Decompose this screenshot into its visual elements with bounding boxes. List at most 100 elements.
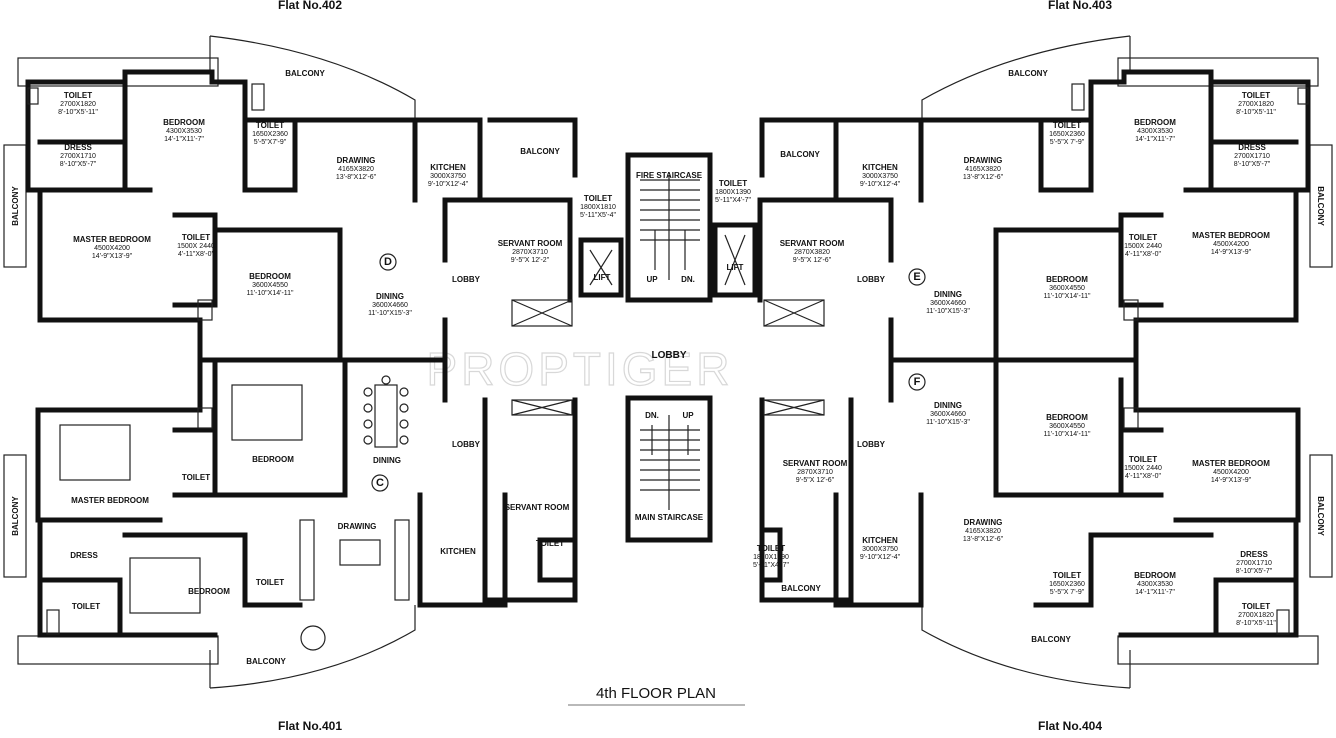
room-d2-text: 5'-11"X4'-7" (715, 197, 751, 204)
room-label-text: SERVANT ROOM (505, 503, 570, 512)
building-outline (3, 35, 1333, 689)
room-d2-text: 11'-10"X15'-3" (926, 419, 970, 426)
room-label-text: DRESS (1238, 143, 1266, 152)
room-d1-text: 1800X1810 (580, 204, 616, 211)
room-d1-text: 2700X1820 (1238, 101, 1274, 108)
room-d1-text: 1500X 2440 (177, 243, 215, 250)
room-d1-text: 2870X3710 (797, 469, 833, 476)
room-label-text: DRAWING (964, 156, 1003, 165)
room-c-bedroom-b: BEDROOM (188, 587, 230, 596)
room-label-text: TOILET (1242, 91, 1270, 100)
room-label-text: TOILET (536, 539, 564, 548)
room-d1-text: 3600X4550 (252, 282, 288, 289)
unit-d-circle (379, 253, 397, 271)
flat-401-walls (35, 357, 578, 638)
side-balcony-br: BALCONY (1316, 496, 1325, 536)
unit-f-letter: F (914, 376, 921, 388)
room-label-text: TOILET (1053, 121, 1081, 130)
flat-404-walls (759, 357, 1301, 638)
room-label-text: BEDROOM (188, 587, 230, 596)
room-label-text: BALCONY (246, 657, 286, 666)
room-d1-text: 2700X1710 (60, 153, 96, 160)
room-d2-text: 5'-5"X7'-9" (254, 139, 287, 146)
room-c-dining: DINING (373, 456, 401, 465)
room-label-text: BEDROOM (163, 118, 205, 127)
room-label-text: BEDROOM (1134, 118, 1176, 127)
room-label-text: BALCONY (1008, 69, 1048, 78)
room-label-text: DINING (934, 401, 962, 410)
room-d2-text: 4'-11"X8'-0" (1125, 251, 1161, 258)
room-d2-text: 11'-10"X14'-11" (1043, 431, 1091, 438)
flat-403-label: Flat No.403 (1048, 0, 1112, 12)
room-label-text: TOILET (72, 602, 100, 611)
room-d1-text: 2700X1710 (1236, 560, 1272, 567)
lift-right-label: LIFT (727, 263, 744, 272)
dining-table (363, 375, 409, 448)
room-label-text: TOILET (256, 578, 284, 587)
room-d2-text: 13'-8"X12'-6" (963, 536, 1004, 543)
room-c-bedroom-a: BEDROOM (252, 455, 294, 464)
room-d2-text: 5'-5"X 7'-9" (1050, 589, 1085, 596)
room-label-text: LOBBY (857, 275, 886, 284)
room-label-text: LOBBY (452, 440, 481, 449)
room-d1-text: 4165X3820 (965, 528, 1001, 535)
bed-furniture (59, 384, 410, 651)
room-label-text: MASTER BEDROOM (1192, 459, 1270, 468)
room-d1-text: 2700X1710 (1234, 153, 1270, 160)
room-d2-text: 8'-10"X5'-7" (60, 161, 97, 168)
room-d2-text: 14'-9"X13'-9" (1211, 477, 1252, 484)
room-d1-text: 3000X3750 (862, 173, 898, 180)
room-d1-text: 4500X4200 (94, 245, 130, 252)
room-d2-text: 9'-5"X 12'-6" (793, 257, 832, 264)
room-d1-text: 4300X3530 (1137, 581, 1173, 588)
stair-dn-label: DN. (681, 275, 695, 284)
room-label-text: TOILET (182, 473, 210, 482)
room-label-text: TOILET (584, 194, 612, 203)
room-d1-text: 3600X4660 (930, 300, 966, 307)
room-d2-text: 5'-11"X4'-7" (753, 562, 789, 569)
room-label-text: DRAWING (964, 518, 1003, 527)
room-d2-text: 14'-9"X13'-9" (1211, 249, 1252, 256)
lift-left-label: LIFT (594, 273, 611, 282)
room-d1-text: 2700X1820 (1238, 612, 1274, 619)
room-d2-text: 9'-10"X12'-4" (428, 181, 469, 188)
room-d2-text: 11'-10"X14'-11" (246, 290, 294, 297)
room-label-text: SERVANT ROOM (783, 459, 848, 468)
room-d2-text: 8'-10"X5'-7" (1234, 161, 1271, 168)
room-c-kitchen: KITCHEN (440, 547, 476, 556)
room-d1-text: 1500X 2440 (1124, 465, 1162, 472)
room-d2-text: 8'-10"X5'-11" (1236, 109, 1276, 116)
room-d-lobby: LOBBY (452, 275, 481, 284)
room-d2-text: 13'-8"X12'-6" (336, 174, 377, 181)
room-d1-text: 1650X2360 (1049, 581, 1085, 588)
room-d2-text: 8'-10"X5'-11" (1236, 620, 1276, 627)
room-c-toilet-c: TOILET (72, 602, 100, 611)
room-label-text: BEDROOM (252, 455, 294, 464)
room-d1-text: 3600X4550 (1049, 285, 1085, 292)
room-d1-text: 2870X3710 (512, 249, 548, 256)
room-label-text: BALCONY (780, 150, 820, 159)
flat-401-label: Flat No.401 (278, 719, 342, 733)
room-label-text: DRAWING (337, 156, 376, 165)
room-label-text: TOILET (1129, 233, 1157, 242)
room-d2-text: 11'-10"X14'-11" (1043, 293, 1091, 300)
room-label-text: BALCONY (1031, 635, 1071, 644)
room-c-toilet-s: TOILET (536, 539, 564, 548)
room-d1-text: 1500X 2440 (1124, 243, 1162, 250)
room-d2-text: 9'-5"X 12'-2" (511, 257, 550, 264)
room-label-text: TOILET (1242, 602, 1270, 611)
room-label-text: BEDROOM (249, 272, 291, 281)
room-label-text: DRESS (1240, 550, 1268, 559)
room-label-text: DINING (376, 292, 404, 301)
